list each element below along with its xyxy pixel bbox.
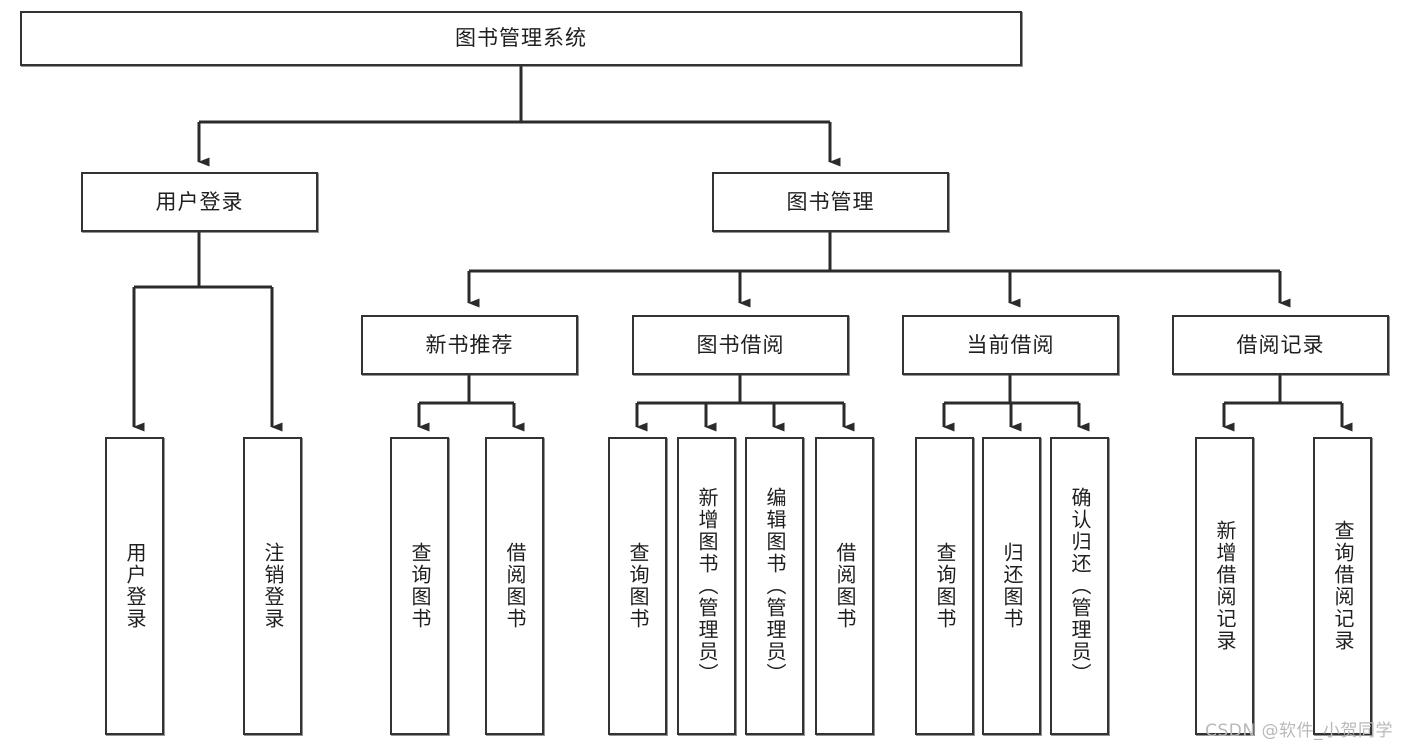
leaf-user-login[interactable]: 用户登录 bbox=[105, 437, 164, 735]
node-book-management[interactable]: 图书管理 bbox=[712, 172, 949, 232]
node-current-borrow[interactable]: 当前借阅 bbox=[902, 315, 1119, 375]
leaf-current-return-book[interactable]: 归还图书 bbox=[982, 437, 1041, 735]
node-current-borrow-label: 当前借阅 bbox=[966, 332, 1055, 357]
leaf-newbook-query-book-label: 查询图书 bbox=[408, 542, 432, 630]
node-user-login-label: 用户登录 bbox=[155, 189, 244, 214]
leaf-borrow-edit-book-label: 编辑图书（管理员） bbox=[763, 487, 787, 685]
leaf-borrow-query-book[interactable]: 查询图书 bbox=[608, 437, 667, 735]
leaf-borrow-query-book-label: 查询图书 bbox=[626, 542, 650, 630]
leaf-records-add-record-label: 新增借阅记录 bbox=[1213, 520, 1237, 652]
leaf-current-query-book[interactable]: 查询图书 bbox=[915, 437, 974, 735]
leaf-newbook-borrow-book[interactable]: 借阅图书 bbox=[485, 437, 544, 735]
leaf-user-login-label: 用户登录 bbox=[123, 542, 147, 630]
node-borrow-records[interactable]: 借阅记录 bbox=[1172, 315, 1389, 375]
node-book-borrow[interactable]: 图书借阅 bbox=[632, 315, 849, 375]
leaf-records-add-record[interactable]: 新增借阅记录 bbox=[1195, 437, 1254, 735]
leaf-current-return-book-label: 归还图书 bbox=[1000, 542, 1024, 630]
leaf-newbook-borrow-book-label: 借阅图书 bbox=[503, 542, 527, 630]
leaf-current-confirm-return[interactable]: 确认归还（管理员） bbox=[1050, 437, 1109, 735]
leaf-logout[interactable]: 注销登录 bbox=[243, 437, 302, 735]
node-user-login[interactable]: 用户登录 bbox=[81, 172, 318, 232]
node-new-book-recommend-label: 新书推荐 bbox=[425, 332, 514, 357]
node-root[interactable]: 图书管理系统 bbox=[20, 11, 1022, 66]
node-root-label: 图书管理系统 bbox=[455, 26, 587, 51]
node-book-management-label: 图书管理 bbox=[786, 189, 875, 214]
node-book-borrow-label: 图书借阅 bbox=[696, 332, 785, 357]
leaf-newbook-query-book[interactable]: 查询图书 bbox=[390, 437, 449, 735]
leaf-borrow-borrow-book-label: 借阅图书 bbox=[833, 542, 857, 630]
leaf-borrow-add-book[interactable]: 新增图书（管理员） bbox=[677, 437, 736, 735]
node-borrow-records-label: 借阅记录 bbox=[1236, 332, 1325, 357]
leaf-borrow-borrow-book[interactable]: 借阅图书 bbox=[815, 437, 874, 735]
leaf-current-query-book-label: 查询图书 bbox=[933, 542, 957, 630]
node-new-book-recommend[interactable]: 新书推荐 bbox=[361, 315, 578, 375]
leaf-current-confirm-return-label: 确认归还（管理员） bbox=[1068, 487, 1092, 685]
leaf-borrow-add-book-label: 新增图书（管理员） bbox=[695, 487, 719, 685]
leaf-records-query-record[interactable]: 查询借阅记录 bbox=[1313, 437, 1372, 735]
leaf-records-query-record-label: 查询借阅记录 bbox=[1331, 520, 1355, 652]
leaf-logout-label: 注销登录 bbox=[261, 542, 285, 630]
leaf-borrow-edit-book[interactable]: 编辑图书（管理员） bbox=[745, 437, 804, 735]
